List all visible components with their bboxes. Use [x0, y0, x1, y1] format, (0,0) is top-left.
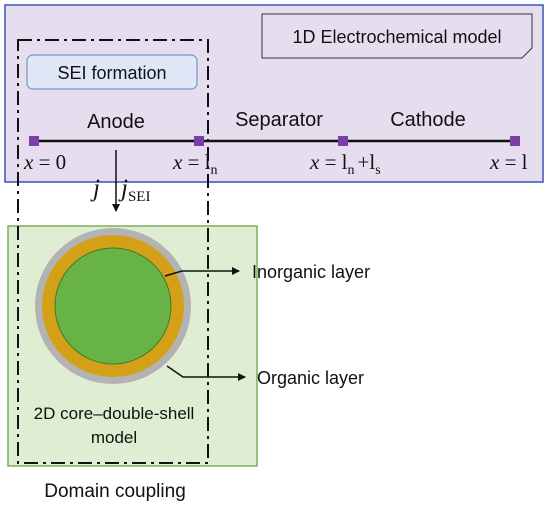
node-x0 [29, 136, 39, 146]
sei-formation-label: SEI formation [57, 63, 166, 83]
label-x-l: x = l [489, 150, 528, 174]
flux-j: j [90, 175, 100, 202]
sei-formation-box [26, 54, 198, 90]
node-x-l [510, 136, 520, 146]
domain-coupling-caption: Domain coupling [44, 481, 186, 502]
cathode-label: Cathode [390, 109, 466, 131]
2d-model-label-line1: 2D core–double-shell [34, 404, 195, 423]
1d-model-title: 1D Electrochemical model [292, 27, 501, 47]
domain-coupling-frame [17, 39, 209, 464]
flux-j-sei: jSEI [118, 175, 150, 205]
label-x-ln-ls: x = ln+ls [309, 150, 381, 178]
2d-model-label-line2: model [91, 428, 137, 447]
label-x-ln: x = ln [172, 150, 218, 178]
organic-layer-label: Organic layer [257, 368, 364, 388]
1d-model-title-box [261, 13, 533, 59]
inorganic-layer-label: Inorganic layer [252, 262, 370, 282]
label-x0: x = 0 [23, 150, 66, 174]
node-x-ln [194, 136, 204, 146]
node-x-ln-ls [338, 136, 348, 146]
organic-leader [166, 365, 246, 381]
particle-core [54, 247, 172, 365]
separator-label: Separator [235, 109, 323, 131]
inorganic-leader [164, 267, 240, 277]
anode-label: Anode [87, 111, 145, 133]
